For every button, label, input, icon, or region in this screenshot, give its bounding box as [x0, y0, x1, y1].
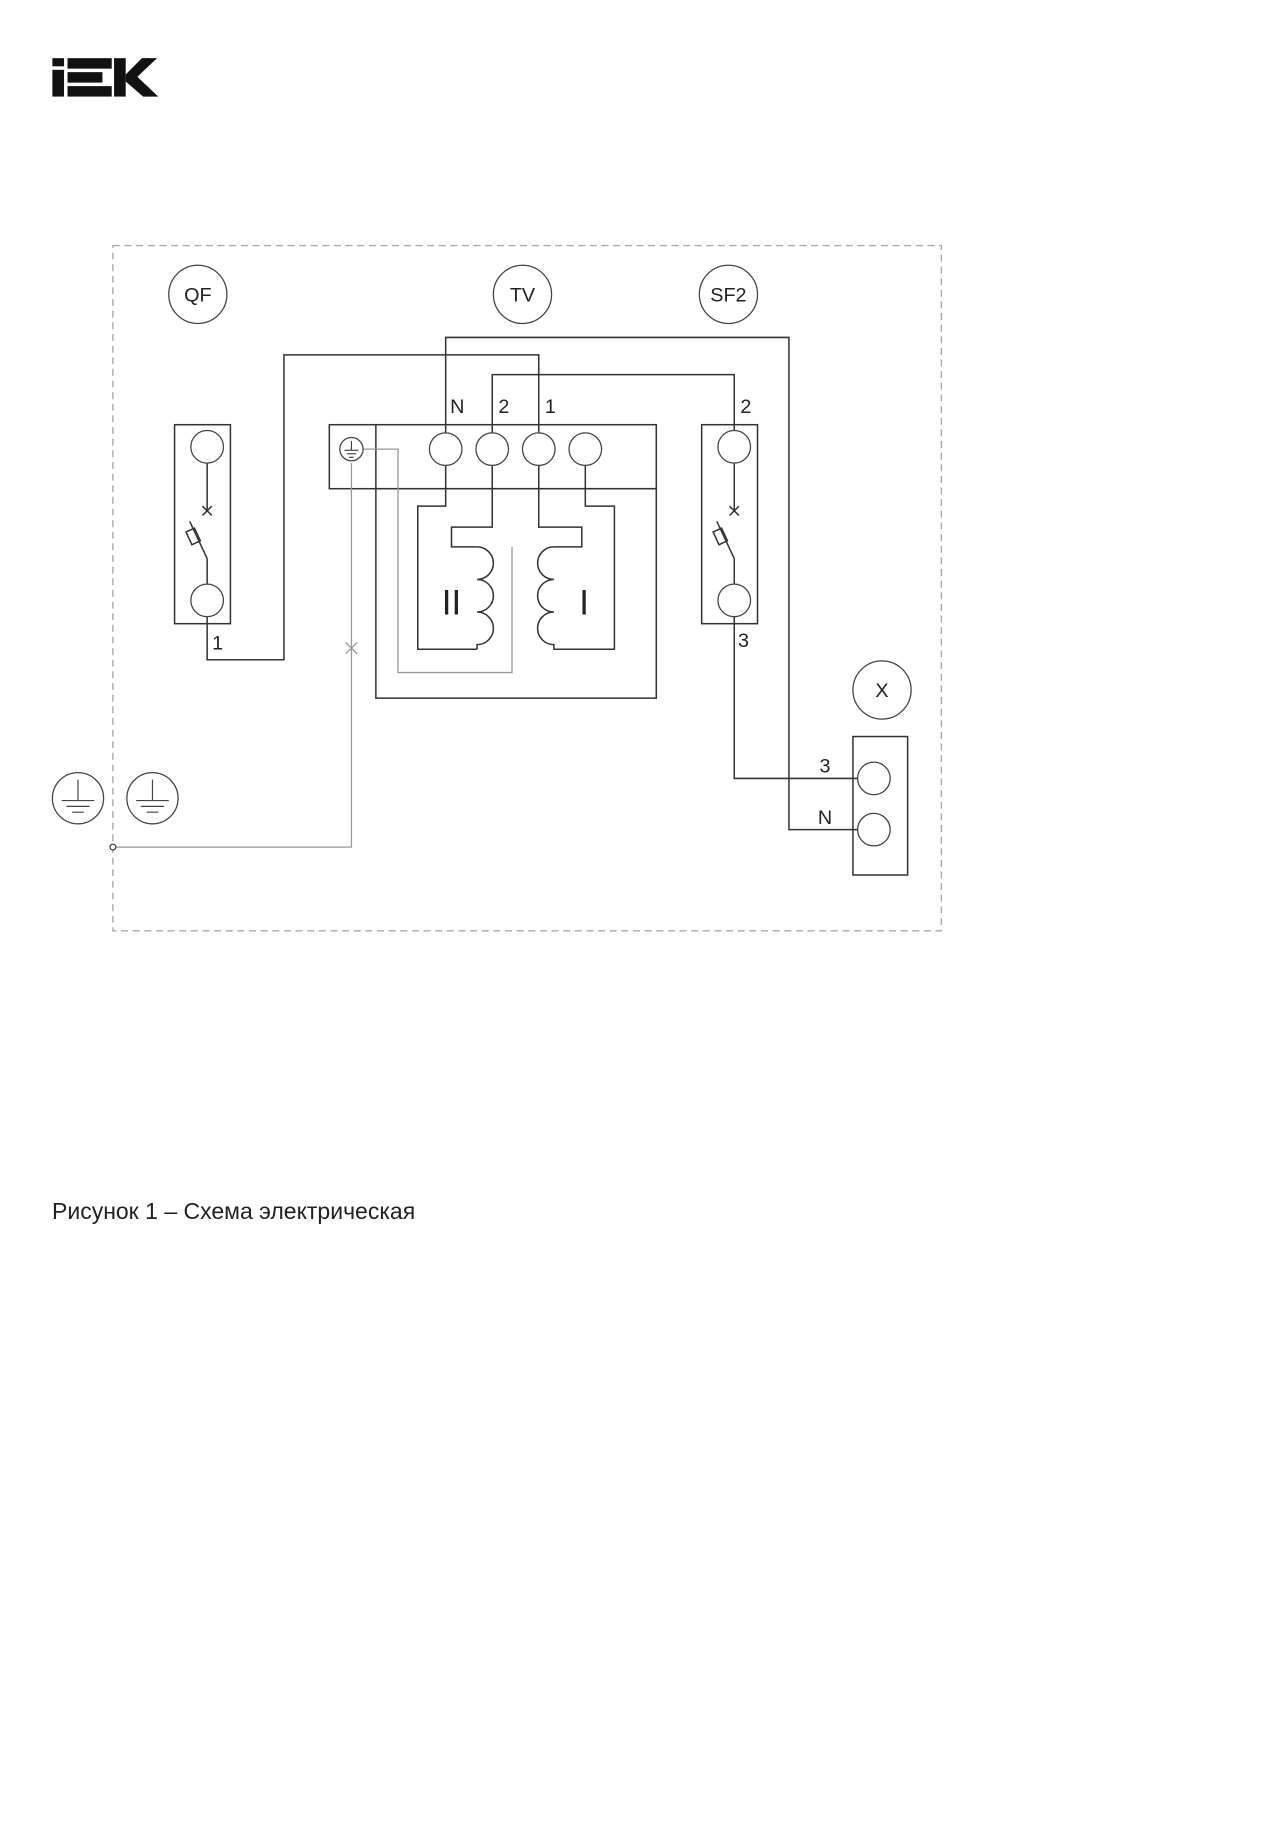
label-tv-n: N [450, 396, 464, 418]
breaker-qf [173, 423, 232, 625]
label-sf2-out: 3 [738, 630, 749, 652]
label-x-3: 3 [820, 756, 831, 778]
wire-n [444, 336, 858, 831]
earth-symbol-icon [126, 771, 179, 825]
earth-symbol-icon [51, 771, 105, 825]
label-sf2-in: 2 [740, 396, 751, 418]
svg-text:QF: QF [184, 284, 211, 306]
label-qf-out: 1 [212, 632, 223, 654]
terminal-block-x [852, 735, 909, 876]
designator-x: X [852, 660, 912, 720]
label-x-n: N [818, 807, 832, 829]
wire-3 [733, 616, 858, 780]
svg-text:X: X [875, 680, 888, 702]
wire-2 [491, 373, 736, 433]
breaker-sf2 [700, 423, 759, 625]
svg-text:TV: TV [510, 284, 536, 306]
iek-logo [52, 58, 159, 97]
figure-caption: Рисунок 1 – Схема электрическая [52, 1198, 416, 1224]
label-tv-1: 1 [545, 396, 556, 418]
winding-secondary-label: II [442, 583, 461, 622]
label-tv-2: 2 [498, 396, 509, 418]
wire-1 [206, 354, 540, 661]
svg-text:SF2: SF2 [710, 284, 746, 306]
designator-tv: TV [492, 264, 553, 325]
designator-qf: QF [168, 264, 228, 325]
transformer-tv: II I [109, 423, 658, 851]
designator-sf2: SF2 [698, 264, 759, 325]
winding-primary-label: I [579, 583, 589, 622]
